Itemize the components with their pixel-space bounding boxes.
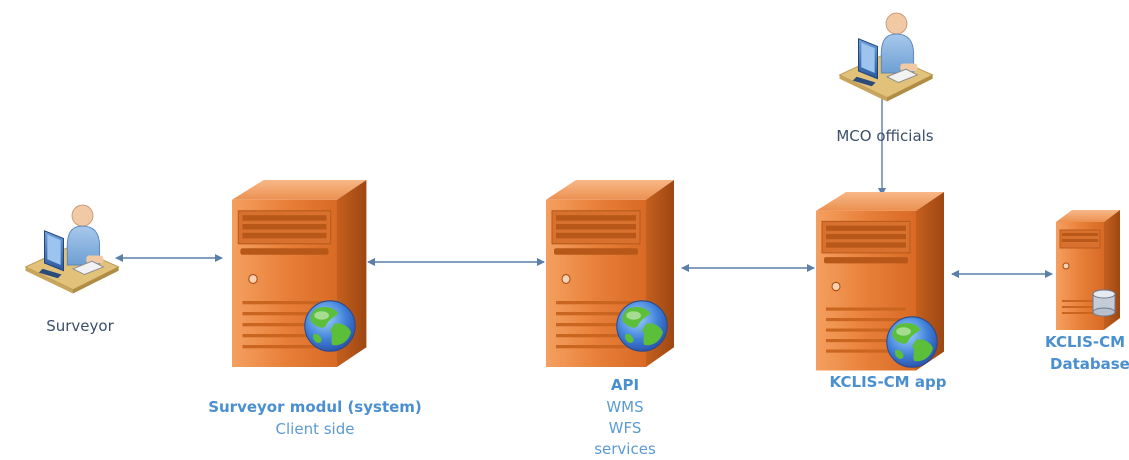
database-title-line-1: KCLIS-CM (1045, 333, 1126, 351)
app-title: KCLIS-CM app (829, 373, 947, 391)
api-line-services: services (594, 440, 656, 458)
surveyor-module-subtitle: Client side (275, 420, 355, 438)
globe-icon (616, 300, 668, 352)
mco-officials-label: MCO officials (836, 127, 934, 145)
api-line-wfs: WFS (608, 419, 642, 437)
database-title-line-2: Database (1050, 355, 1129, 373)
surveyor-module-title: Surveyor modul (system) (208, 398, 422, 416)
database-cylinder-icon (1092, 289, 1116, 317)
globe-icon (886, 316, 938, 368)
api-title: API (610, 376, 640, 394)
globe-icon (304, 300, 356, 352)
api-line-wms: WMS (606, 398, 644, 416)
surveyor-label: Surveyor (46, 317, 114, 335)
surveyor-user-icon (25, 204, 120, 294)
mco-user-icon (839, 12, 934, 102)
